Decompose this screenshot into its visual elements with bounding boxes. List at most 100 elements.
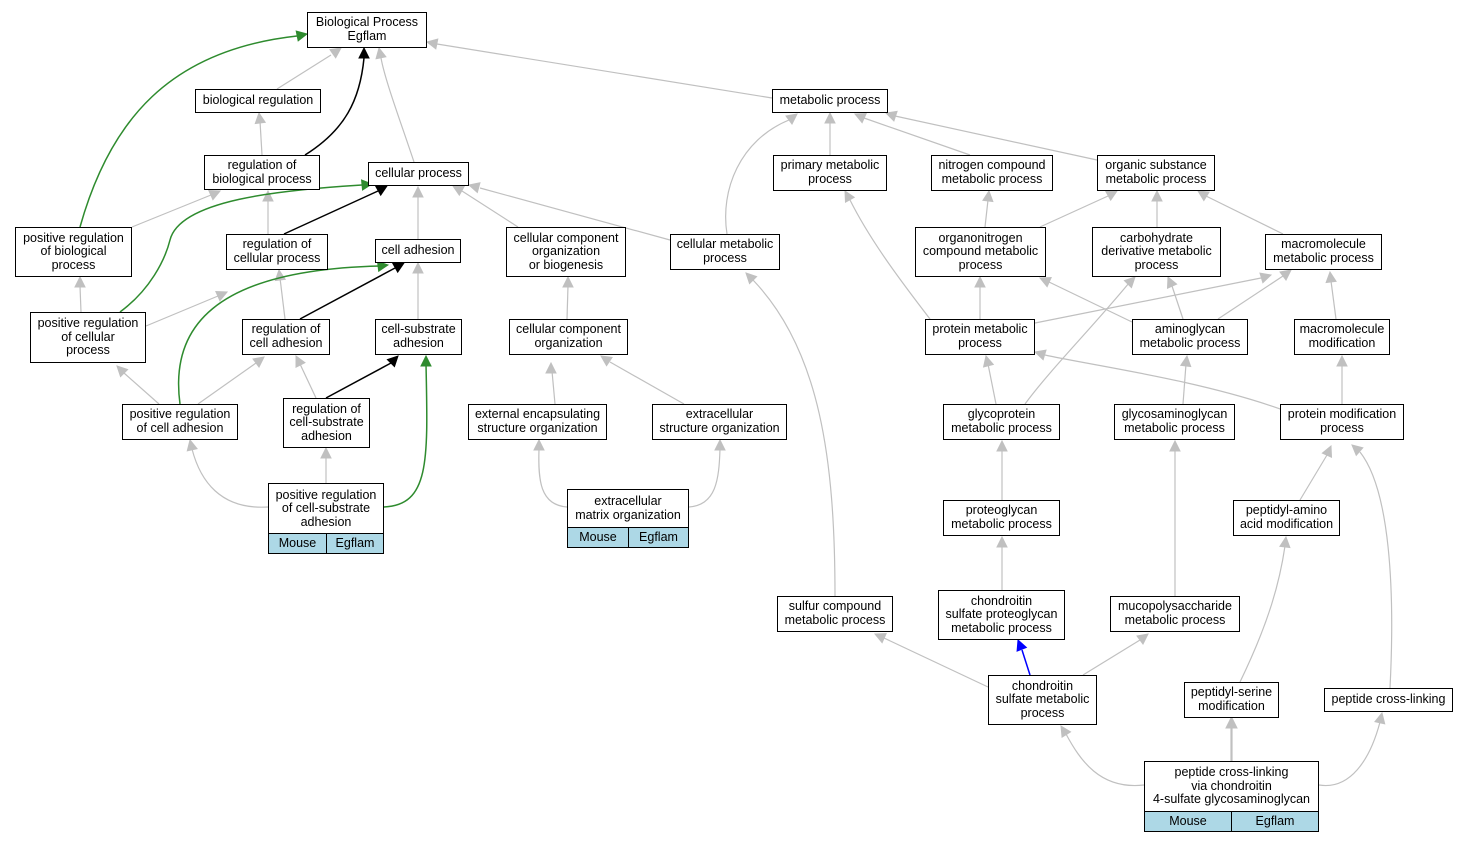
edge-arrowhead <box>1060 725 1072 738</box>
node-carbohydrate-derivative-metabolic-process[interactable]: carbohydrate derivative metabolic proces… <box>1092 227 1221 277</box>
species-cell: Mouse <box>567 527 629 548</box>
node-mucopolysaccharide-metabolic-process[interactable]: mucopolysaccharide metabolic process <box>1110 596 1240 632</box>
edge-arrowhead <box>873 632 887 644</box>
edge-arrowhead <box>1351 444 1364 457</box>
node-glycoprotein-metabolic-process[interactable]: glycoprotein metabolic process <box>943 404 1060 440</box>
edge <box>849 199 931 320</box>
node-cellular-process[interactable]: cellular process <box>368 162 469 186</box>
edge-arrowhead <box>844 190 856 203</box>
node-protein-modification-process[interactable]: protein modification process <box>1280 404 1404 440</box>
edge <box>1021 649 1031 676</box>
edge <box>1330 280 1337 320</box>
edge-arrowhead <box>375 46 387 60</box>
edge <box>1082 639 1141 676</box>
annotated-node-title: positive regulation of cell-substrate ad… <box>275 487 377 529</box>
node-positive-regulation-of-biological-process[interactable]: positive regulation of biological proces… <box>15 227 132 277</box>
node-organic-substance-metabolic-process[interactable]: organic substance metabolic process <box>1097 155 1215 191</box>
edge-arrowhead <box>295 30 309 42</box>
edge <box>145 295 219 327</box>
node-biological-regulation[interactable]: biological regulation <box>195 89 321 113</box>
edge <box>1318 721 1381 787</box>
edge <box>299 267 396 320</box>
edge <box>725 119 790 235</box>
node-primary-metabolic-process[interactable]: primary metabolic process <box>773 155 887 191</box>
edge-arrowhead <box>295 355 306 368</box>
edge <box>984 199 989 228</box>
edge-arrowhead <box>1136 633 1149 645</box>
node-peptidyl-serine-modification[interactable]: peptidyl-serine modification <box>1184 682 1279 718</box>
node-biological-process[interactable]: Biological Process Egflam <box>307 12 427 48</box>
node-peptide-cross-linking[interactable]: peptide cross-linking <box>1324 688 1453 712</box>
edge-arrowhead <box>1166 275 1178 289</box>
edge-arrowhead <box>853 112 867 124</box>
edge-arrowhead <box>562 275 574 288</box>
edge <box>276 54 332 90</box>
edge-arrowhead <box>884 110 898 122</box>
edge-arrowhead <box>982 354 995 368</box>
edge-arrowhead <box>116 365 129 378</box>
edge-arrowhead <box>425 38 439 50</box>
edge-arrowhead <box>1279 269 1292 281</box>
species-cell: Mouse <box>1144 811 1232 832</box>
edge-arrowhead <box>412 261 424 274</box>
annotated-node-peptide-cross-linking-via-chondroitin-4-sulfate-glycosaminoglycan[interactable]: peptide cross-linking via chondroitin 4-… <box>1144 761 1319 832</box>
node-glycosaminoglycan-metabolic-process[interactable]: glycosaminoglycan metabolic process <box>1114 404 1235 440</box>
edge <box>894 115 1098 161</box>
node-regulation-of-cell-adhesion[interactable]: regulation of cell adhesion <box>242 319 330 355</box>
node-chondroitin-sulfate-metabolic-process[interactable]: chondroitin sulfate metabolic process <box>988 675 1097 725</box>
edge <box>863 117 971 156</box>
annotated-node-positive-regulation-of-cell-substrate-adhesion[interactable]: positive regulation of cell-substrate ad… <box>268 483 384 554</box>
edge-arrowhead <box>320 446 332 459</box>
edge <box>1039 195 1109 228</box>
species-cell: Mouse <box>268 533 327 554</box>
edge-arrowhead <box>1123 276 1136 289</box>
node-cellular-metabolic-process[interactable]: cellular metabolic process <box>670 234 780 270</box>
edge <box>1034 277 1262 324</box>
edge-arrowhead <box>262 189 274 202</box>
node-macromolecule-modification[interactable]: macromolecule modification <box>1294 319 1390 355</box>
gene-cell: Egflam <box>629 527 689 548</box>
edge-arrowhead <box>1325 270 1337 284</box>
edge-arrowhead <box>358 46 370 59</box>
node-cellular-component-organization[interactable]: cellular component organization <box>509 319 628 355</box>
edge <box>119 184 363 313</box>
edge-arrowhead <box>974 275 986 288</box>
node-regulation-of-cell-substrate-adhesion[interactable]: regulation of cell-substrate adhesion <box>283 398 370 448</box>
node-metabolic-process[interactable]: metabolic process <box>772 89 888 113</box>
edge-arrowhead <box>1225 716 1237 729</box>
node-chondroitin-sulfate-proteoglycan-metabolic-process[interactable]: chondroitin sulfate proteoglycan metabol… <box>938 590 1065 640</box>
node-external-encapsulating-structure-organization[interactable]: external encapsulating structure organiz… <box>468 404 607 440</box>
node-aminoglycan-metabolic-process[interactable]: aminoglycan metabolic process <box>1132 319 1248 355</box>
edge-arrowhead <box>74 275 86 288</box>
edge-arrowhead <box>1016 638 1028 652</box>
edge-arrowhead <box>1151 189 1163 202</box>
edge <box>279 277 286 320</box>
edge-arrowhead <box>392 262 405 274</box>
node-positive-regulation-of-cellular-process[interactable]: positive regulation of cellular process <box>30 312 146 363</box>
edge <box>131 194 212 228</box>
annotated-node-title: extracellular matrix organization <box>575 493 681 522</box>
node-regulation-of-biological-process[interactable]: regulation of biological process <box>204 155 320 190</box>
node-sulfur-compound-metabolic-process[interactable]: sulfur compound metabolic process <box>777 596 893 632</box>
node-cell-substrate-adhesion[interactable]: cell-substrate adhesion <box>375 319 462 355</box>
edge-arrowhead <box>329 47 342 59</box>
edge-arrowhead <box>1336 354 1348 367</box>
edge-arrowhead <box>1105 190 1118 202</box>
node-peptidyl-amino-acid-modification[interactable]: peptidyl-amino acid modification <box>1233 500 1340 536</box>
node-cellular-component-organization-or-biogenesis[interactable]: cellular component organization or bioge… <box>506 227 626 277</box>
node-organonitrogen-compound-metabolic-process[interactable]: organonitrogen compound metabolic proces… <box>915 227 1046 277</box>
node-proteoglycan-metabolic-process[interactable]: proteoglycan metabolic process <box>943 500 1060 536</box>
edge-arrowhead <box>745 272 758 285</box>
node-macromolecule-metabolic-process[interactable]: macromolecule metabolic process <box>1265 234 1382 270</box>
edge-arrowhead <box>452 185 465 197</box>
node-regulation-of-cellular-process[interactable]: regulation of cellular process <box>226 234 328 270</box>
edge-arrowhead <box>254 111 267 125</box>
node-protein-metabolic-process[interactable]: protein metabolic process <box>925 319 1035 355</box>
edge <box>191 448 269 508</box>
annotated-node-extracellular-matrix-organization[interactable]: extracellular matrix organization Mouse … <box>567 489 689 548</box>
node-cell-adhesion[interactable]: cell adhesion <box>375 239 461 263</box>
edge-arrowhead <box>533 438 545 451</box>
node-extracellular-structure-organization[interactable]: extracellular structure organization <box>652 404 787 440</box>
node-positive-regulation-of-cell-adhesion[interactable]: positive regulation of cell adhesion <box>122 404 238 440</box>
node-nitrogen-compound-metabolic-process[interactable]: nitrogen compound metabolic process <box>931 155 1053 191</box>
